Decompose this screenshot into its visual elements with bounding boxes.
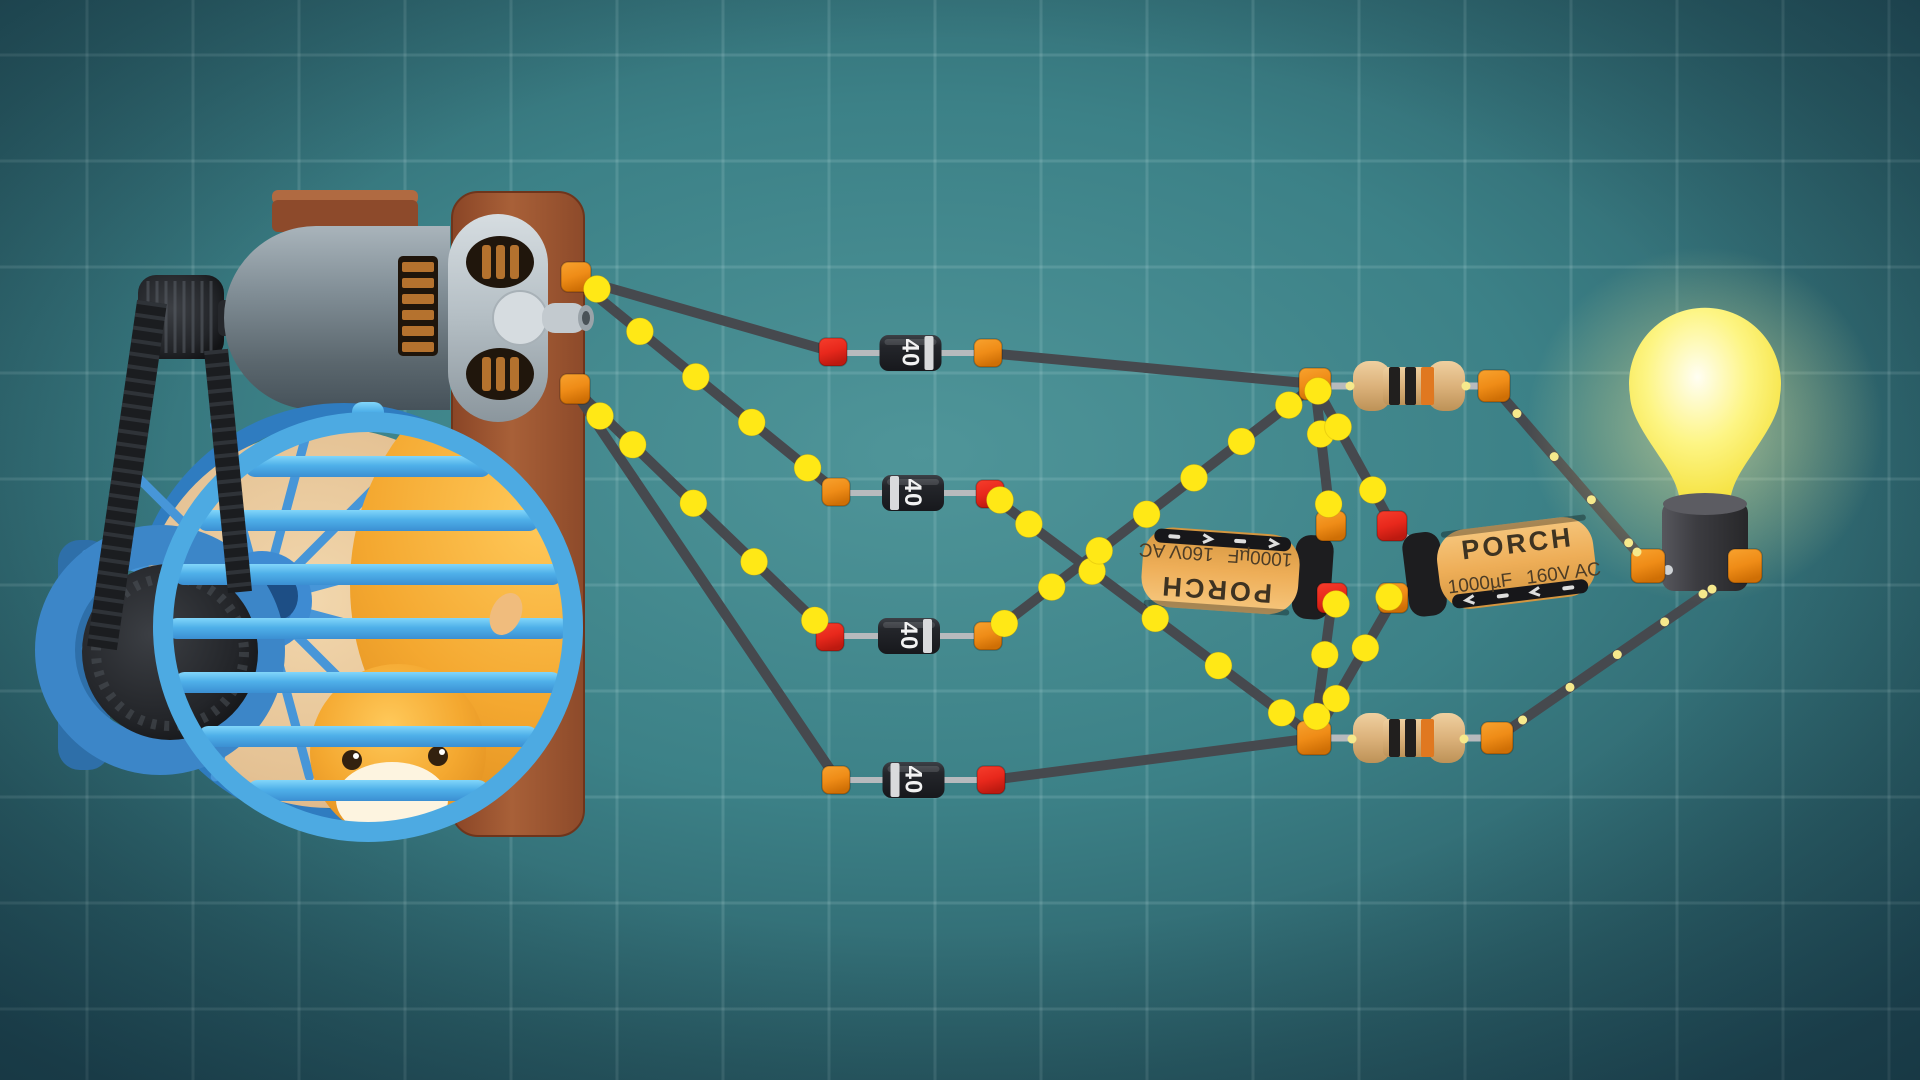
wire xyxy=(572,386,835,640)
current-dot-large xyxy=(1310,640,1339,669)
belt xyxy=(87,299,252,651)
hamster-wheel xyxy=(35,402,583,842)
current-dot-small xyxy=(1565,682,1575,692)
current-dot-small xyxy=(1512,409,1522,419)
current-dot-large xyxy=(681,362,710,391)
current-dot-large xyxy=(740,547,769,576)
svg-text:160V AC: 160V AC xyxy=(1138,538,1214,564)
capacitor-right-top-terminal xyxy=(1376,510,1408,542)
wire xyxy=(573,274,838,357)
light-bulb xyxy=(1628,307,1781,591)
current-dot-large xyxy=(1304,377,1332,405)
current-dot-small xyxy=(1459,734,1469,744)
current-dot-large xyxy=(990,609,1019,638)
diode2-left-terminal xyxy=(821,477,851,507)
generator-motor xyxy=(138,214,594,422)
current-dot-large xyxy=(1141,604,1170,633)
current-dot-large xyxy=(1132,500,1161,529)
diode4-left-terminal xyxy=(821,765,851,795)
current-dot-large xyxy=(583,275,611,303)
current-dot-large xyxy=(1267,698,1296,727)
current-dot-large xyxy=(800,606,829,635)
current-dot-small xyxy=(1586,495,1596,505)
current-dot-large xyxy=(986,486,1014,514)
wire xyxy=(571,388,841,783)
current-dot-small xyxy=(1632,547,1642,557)
current-dot-small xyxy=(1624,538,1634,548)
diode1-left-terminal xyxy=(818,337,848,367)
svg-text:40: 40 xyxy=(900,766,927,795)
generator-terminal-bottom xyxy=(559,373,591,405)
wire xyxy=(983,348,1320,389)
current-dots xyxy=(583,275,1717,744)
wheel-rungs xyxy=(167,402,569,801)
current-dot-large xyxy=(625,317,654,346)
current-dot-large xyxy=(1204,651,1233,680)
current-dot-large xyxy=(1014,510,1043,539)
current-dot-small xyxy=(1347,734,1357,744)
resistor-bottom-right-terminal xyxy=(1480,721,1514,755)
current-dot-large xyxy=(1180,463,1209,492)
current-dot-small xyxy=(1549,452,1559,462)
resistor-top xyxy=(1326,361,1484,411)
bulb-left-terminal xyxy=(1630,548,1666,584)
wire xyxy=(986,733,1319,785)
current-dot-large xyxy=(1227,427,1256,456)
current-dot-large xyxy=(1322,684,1351,713)
current-dot-small xyxy=(1707,584,1717,594)
current-dot-large xyxy=(1274,391,1303,420)
current-dot-small xyxy=(1698,589,1708,599)
diode-2: 40 xyxy=(833,475,993,511)
svg-text:40: 40 xyxy=(897,339,924,368)
current-dot-small xyxy=(1345,381,1355,391)
current-dot-large xyxy=(737,408,766,437)
current-dot-small xyxy=(1461,381,1471,391)
current-dot-large xyxy=(679,489,708,518)
diode4-right-terminal xyxy=(976,765,1006,795)
current-dot-large xyxy=(586,402,614,430)
current-dot-small xyxy=(1660,617,1670,627)
current-dot-large xyxy=(1302,702,1331,731)
svg-text:40: 40 xyxy=(899,479,926,508)
current-dot-large xyxy=(1358,476,1387,504)
current-dot-large xyxy=(1314,490,1343,518)
current-dot-large xyxy=(1351,633,1380,662)
current-dot-small xyxy=(1518,715,1528,725)
svg-text:40: 40 xyxy=(895,622,922,651)
resistors xyxy=(1324,361,1488,763)
current-dot-large xyxy=(618,430,647,459)
current-dot-large xyxy=(1037,573,1066,602)
wire xyxy=(573,276,841,496)
current-dot-large xyxy=(1324,413,1353,441)
current-dot-small xyxy=(1612,650,1622,660)
diode1-right-terminal xyxy=(973,338,1003,368)
current-dot-large xyxy=(1085,536,1114,565)
resistor-top-right-terminal xyxy=(1477,369,1511,403)
current-dot-large xyxy=(793,453,822,482)
bulb-right-terminal xyxy=(1727,548,1763,584)
diode-3: 40 xyxy=(827,618,991,654)
current-dot-large xyxy=(1322,590,1350,618)
current-dot-large xyxy=(1375,583,1403,611)
svg-text:1000µF: 1000µF xyxy=(1227,544,1293,569)
